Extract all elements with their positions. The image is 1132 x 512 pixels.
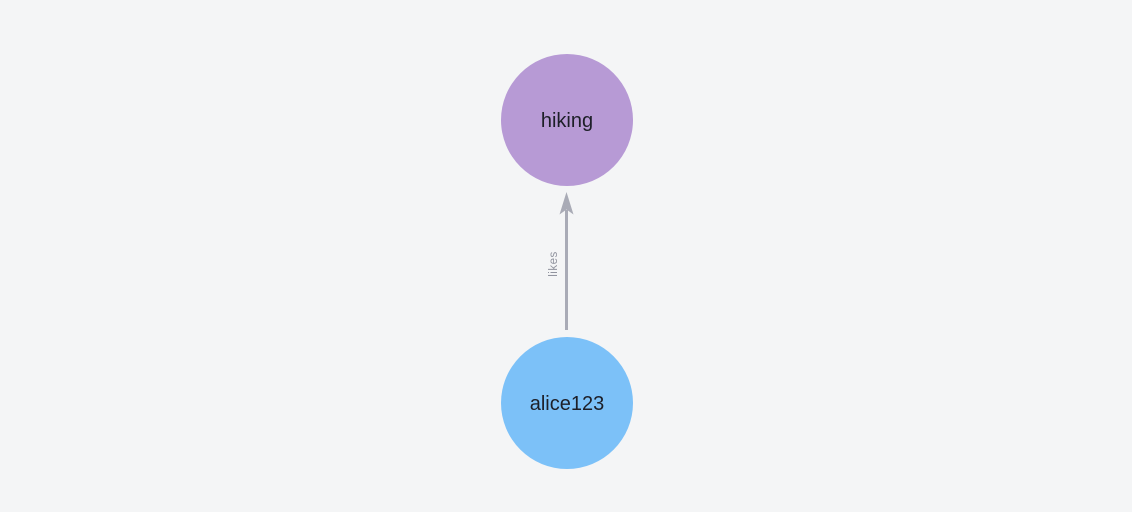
edge-likes[interactable]: likes: [548, 192, 574, 330]
edge-label: likes: [548, 251, 560, 277]
node-alice123[interactable]: alice123: [501, 337, 633, 469]
node-hiking[interactable]: hiking: [501, 54, 633, 186]
edge-arrowhead-icon: [559, 192, 574, 215]
node-circle-alice123[interactable]: [501, 337, 633, 469]
node-circle-hiking[interactable]: [501, 54, 633, 186]
